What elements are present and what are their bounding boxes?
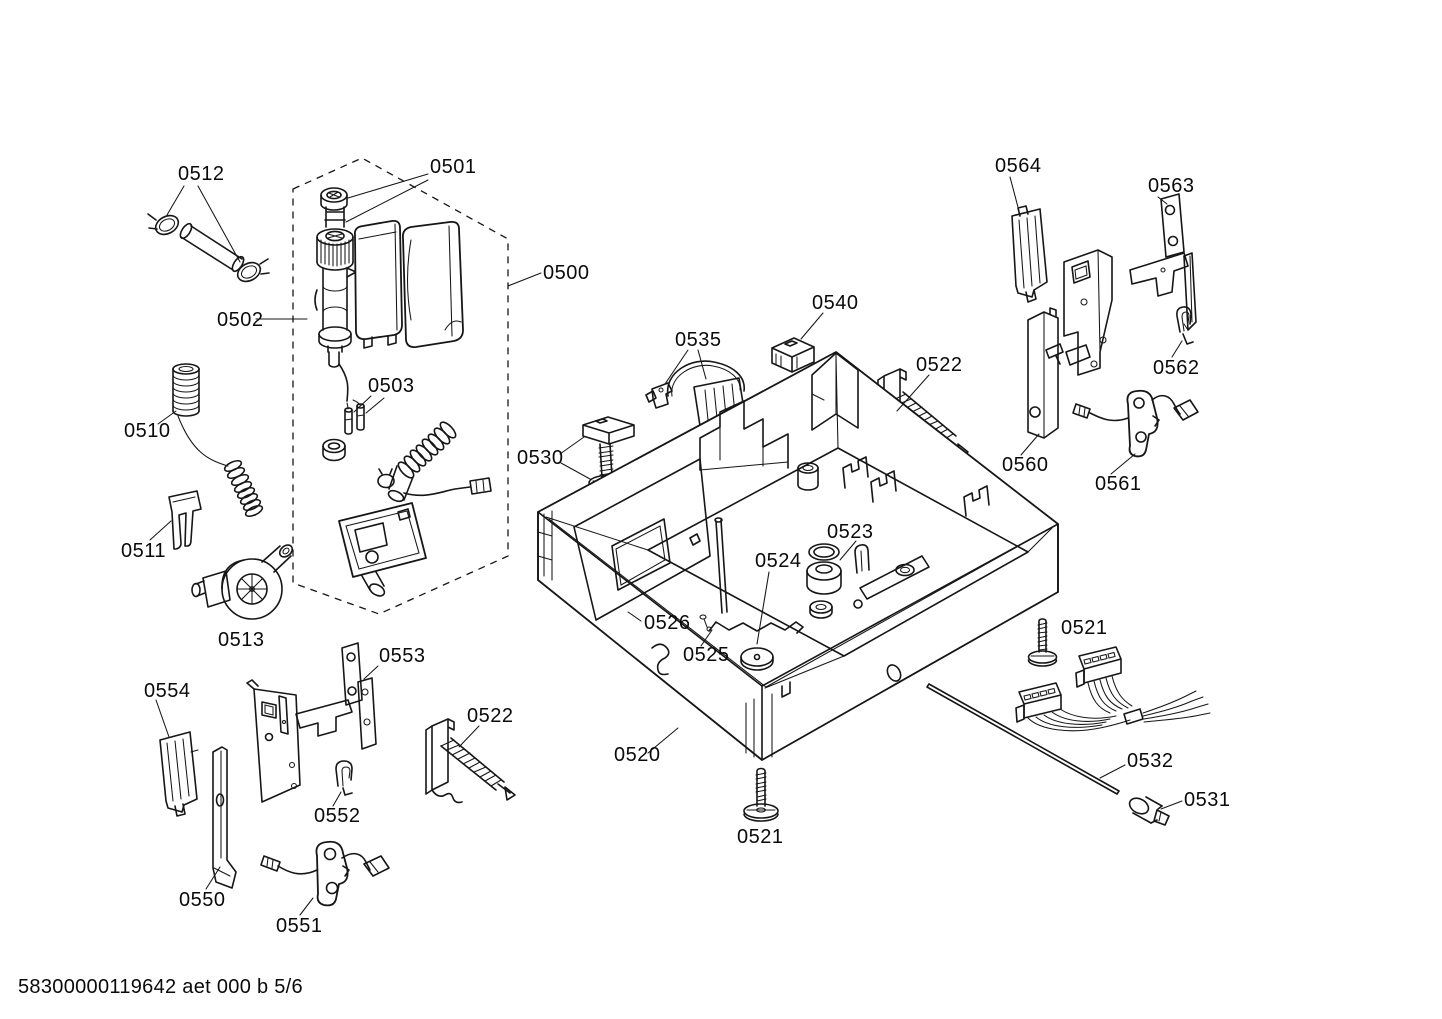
screw-0521-base-drawing xyxy=(743,767,779,822)
corrugated-hose-drawing xyxy=(223,459,264,518)
part-label-0564: 0564 xyxy=(995,155,1042,177)
clip-0552-drawing xyxy=(335,760,353,796)
part-label-0521-base: 0521 xyxy=(737,826,784,848)
part-label-0522-left: 0522 xyxy=(467,705,514,727)
part-label-0553: 0553 xyxy=(379,645,426,667)
sensor-0551-drawing xyxy=(260,840,390,907)
box-0540-drawing xyxy=(771,337,815,373)
plate-0564-drawing xyxy=(1011,205,1048,303)
part-label-0532: 0532 xyxy=(1127,750,1174,772)
cap-0531-drawing xyxy=(1128,796,1170,826)
bracket-0550-drawing xyxy=(212,679,301,889)
document-code: 58300000119642 aet 000 b 5/6 xyxy=(18,976,303,998)
part-label-0525: 0525 xyxy=(683,644,730,666)
part-label-0512: 0512 xyxy=(178,163,225,185)
part-label-0523: 0523 xyxy=(827,521,874,543)
part-label-0531: 0531 xyxy=(1184,789,1231,811)
part-label-0501: 0501 xyxy=(430,156,477,178)
part-label-0513: 0513 xyxy=(218,629,265,651)
part-label-0503: 0503 xyxy=(368,375,415,397)
clamp-and-tube-0512-drawing xyxy=(147,213,270,283)
part-label-0510: 0510 xyxy=(124,420,171,442)
clip-0562-drawing xyxy=(1176,306,1194,345)
dashed-enclosure-0500 xyxy=(292,157,509,615)
wiring-harness-drawing xyxy=(1015,646,1211,732)
bracket-0553-drawing xyxy=(295,642,377,750)
bracket-0560-drawing xyxy=(1027,249,1113,439)
clip-0511-drawing xyxy=(168,490,202,550)
part-label-0551: 0551 xyxy=(276,915,323,937)
part-label-0561: 0561 xyxy=(1095,473,1142,495)
plate-0554-drawing xyxy=(159,731,199,817)
part-label-0500: 0500 xyxy=(543,262,590,284)
part-label-0562: 0562 xyxy=(1153,357,1200,379)
part-label-0550: 0550 xyxy=(179,889,226,911)
screw-0521-right-drawing xyxy=(1027,618,1058,667)
part-label-0554: 0554 xyxy=(144,680,191,702)
part-label-0530: 0530 xyxy=(517,447,564,469)
part-label-0526: 0526 xyxy=(644,612,691,634)
part-label-0521-right: 0521 xyxy=(1061,617,1108,639)
part-label-0540: 0540 xyxy=(812,292,859,314)
rod-0532-drawing xyxy=(926,683,1120,795)
part-label-0511: 0511 xyxy=(121,540,167,562)
water-valve-assembly-drawing xyxy=(314,187,464,462)
part-label-0560: 0560 xyxy=(1002,454,1049,476)
part-label-0520: 0520 xyxy=(614,744,661,766)
spring-0510-drawing xyxy=(172,363,200,417)
bracket-0563-drawing xyxy=(1129,193,1197,331)
pump-0513-drawing xyxy=(191,544,294,620)
mount-plate-hose-drawing xyxy=(338,421,492,597)
part-label-0563: 0563 xyxy=(1148,175,1195,197)
base-tray-0520-drawing xyxy=(537,351,1059,761)
spring-screw-0522-left-drawing xyxy=(425,718,516,804)
part-label-0524: 0524 xyxy=(755,550,802,572)
leader-lines xyxy=(149,173,1183,916)
part-label-0522-right: 0522 xyxy=(916,354,963,376)
part-label-0535: 0535 xyxy=(675,329,722,351)
part-label-0552: 0552 xyxy=(314,805,361,827)
sensor-0561-drawing xyxy=(1072,389,1199,458)
part-label-0502: 0502 xyxy=(217,309,264,331)
